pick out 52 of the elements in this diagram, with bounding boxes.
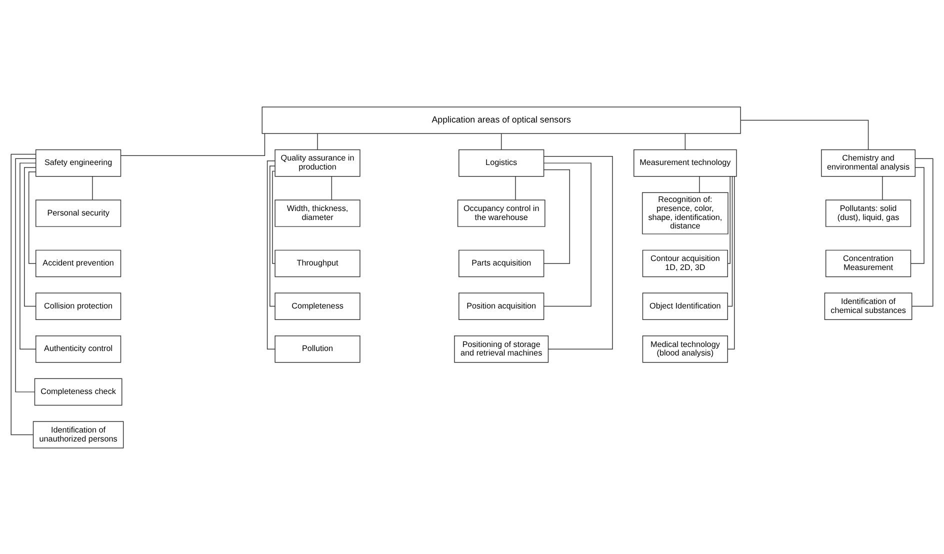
connector bbox=[270, 165, 276, 306]
connector bbox=[266, 160, 276, 349]
connector bbox=[500, 132, 502, 150]
connector bbox=[727, 176, 735, 349]
connector bbox=[543, 168, 570, 264]
connector bbox=[544, 156, 613, 349]
connector bbox=[24, 166, 36, 306]
connector bbox=[10, 153, 36, 435]
node-box: Collision protection bbox=[35, 292, 122, 320]
node-box: Contour acquisition 1D, 2D, 3D bbox=[642, 249, 728, 277]
connector bbox=[28, 171, 36, 264]
node-box: Application areas of optical sensors bbox=[262, 106, 741, 134]
connector bbox=[882, 176, 883, 200]
node-box: Identification of unauthorized persons bbox=[32, 420, 124, 448]
node-box: Accident prevention bbox=[35, 249, 122, 277]
node-box: Authenticity control bbox=[35, 334, 122, 362]
node-box: Recognition of: presence, color, shape, identification, distance bbox=[642, 192, 728, 234]
connector bbox=[92, 176, 93, 200]
node-box: Identification of chemical substances bbox=[824, 292, 912, 320]
connector bbox=[543, 162, 592, 306]
node-box: Medical technology (blood analysis) bbox=[642, 334, 728, 362]
node-box: Personal security bbox=[35, 199, 122, 226]
connector bbox=[20, 162, 36, 349]
connector bbox=[684, 132, 686, 150]
connector bbox=[272, 170, 276, 264]
node-box: Throughput bbox=[274, 249, 360, 277]
node-box: Completeness check bbox=[34, 378, 122, 406]
node-box: Pollution bbox=[274, 334, 360, 362]
connector bbox=[120, 132, 266, 156]
connector bbox=[515, 176, 516, 200]
node-box: Chemistry and environmental analysis bbox=[821, 148, 916, 176]
connector bbox=[727, 176, 730, 264]
connector bbox=[912, 158, 934, 306]
node-box: Completeness bbox=[274, 292, 360, 320]
node-box: Pollutants: solid (dust), liquid, gas bbox=[825, 199, 912, 226]
node-box: Quality assurance in production bbox=[274, 148, 360, 176]
connector bbox=[15, 158, 36, 392]
node-box: Positioning of storage and retrieval machines bbox=[454, 334, 549, 362]
node-box: Concentration Measurement bbox=[825, 249, 912, 277]
node-box: Logistics bbox=[458, 148, 544, 176]
node-box: Safety engineering bbox=[35, 148, 122, 176]
node-box: Width, thickness, diameter bbox=[274, 199, 360, 226]
node-box: Occupancy control in the warehouse bbox=[457, 199, 546, 226]
connector bbox=[728, 176, 733, 306]
node-box: Parts acquisition bbox=[458, 249, 544, 277]
connector bbox=[740, 119, 869, 150]
connector bbox=[317, 132, 318, 150]
node-box: Object Identification bbox=[642, 292, 728, 320]
connector bbox=[699, 176, 700, 192]
node-box: Position acquisition bbox=[458, 292, 544, 320]
node-box: Measurement technology bbox=[634, 148, 737, 176]
connector bbox=[331, 176, 332, 200]
